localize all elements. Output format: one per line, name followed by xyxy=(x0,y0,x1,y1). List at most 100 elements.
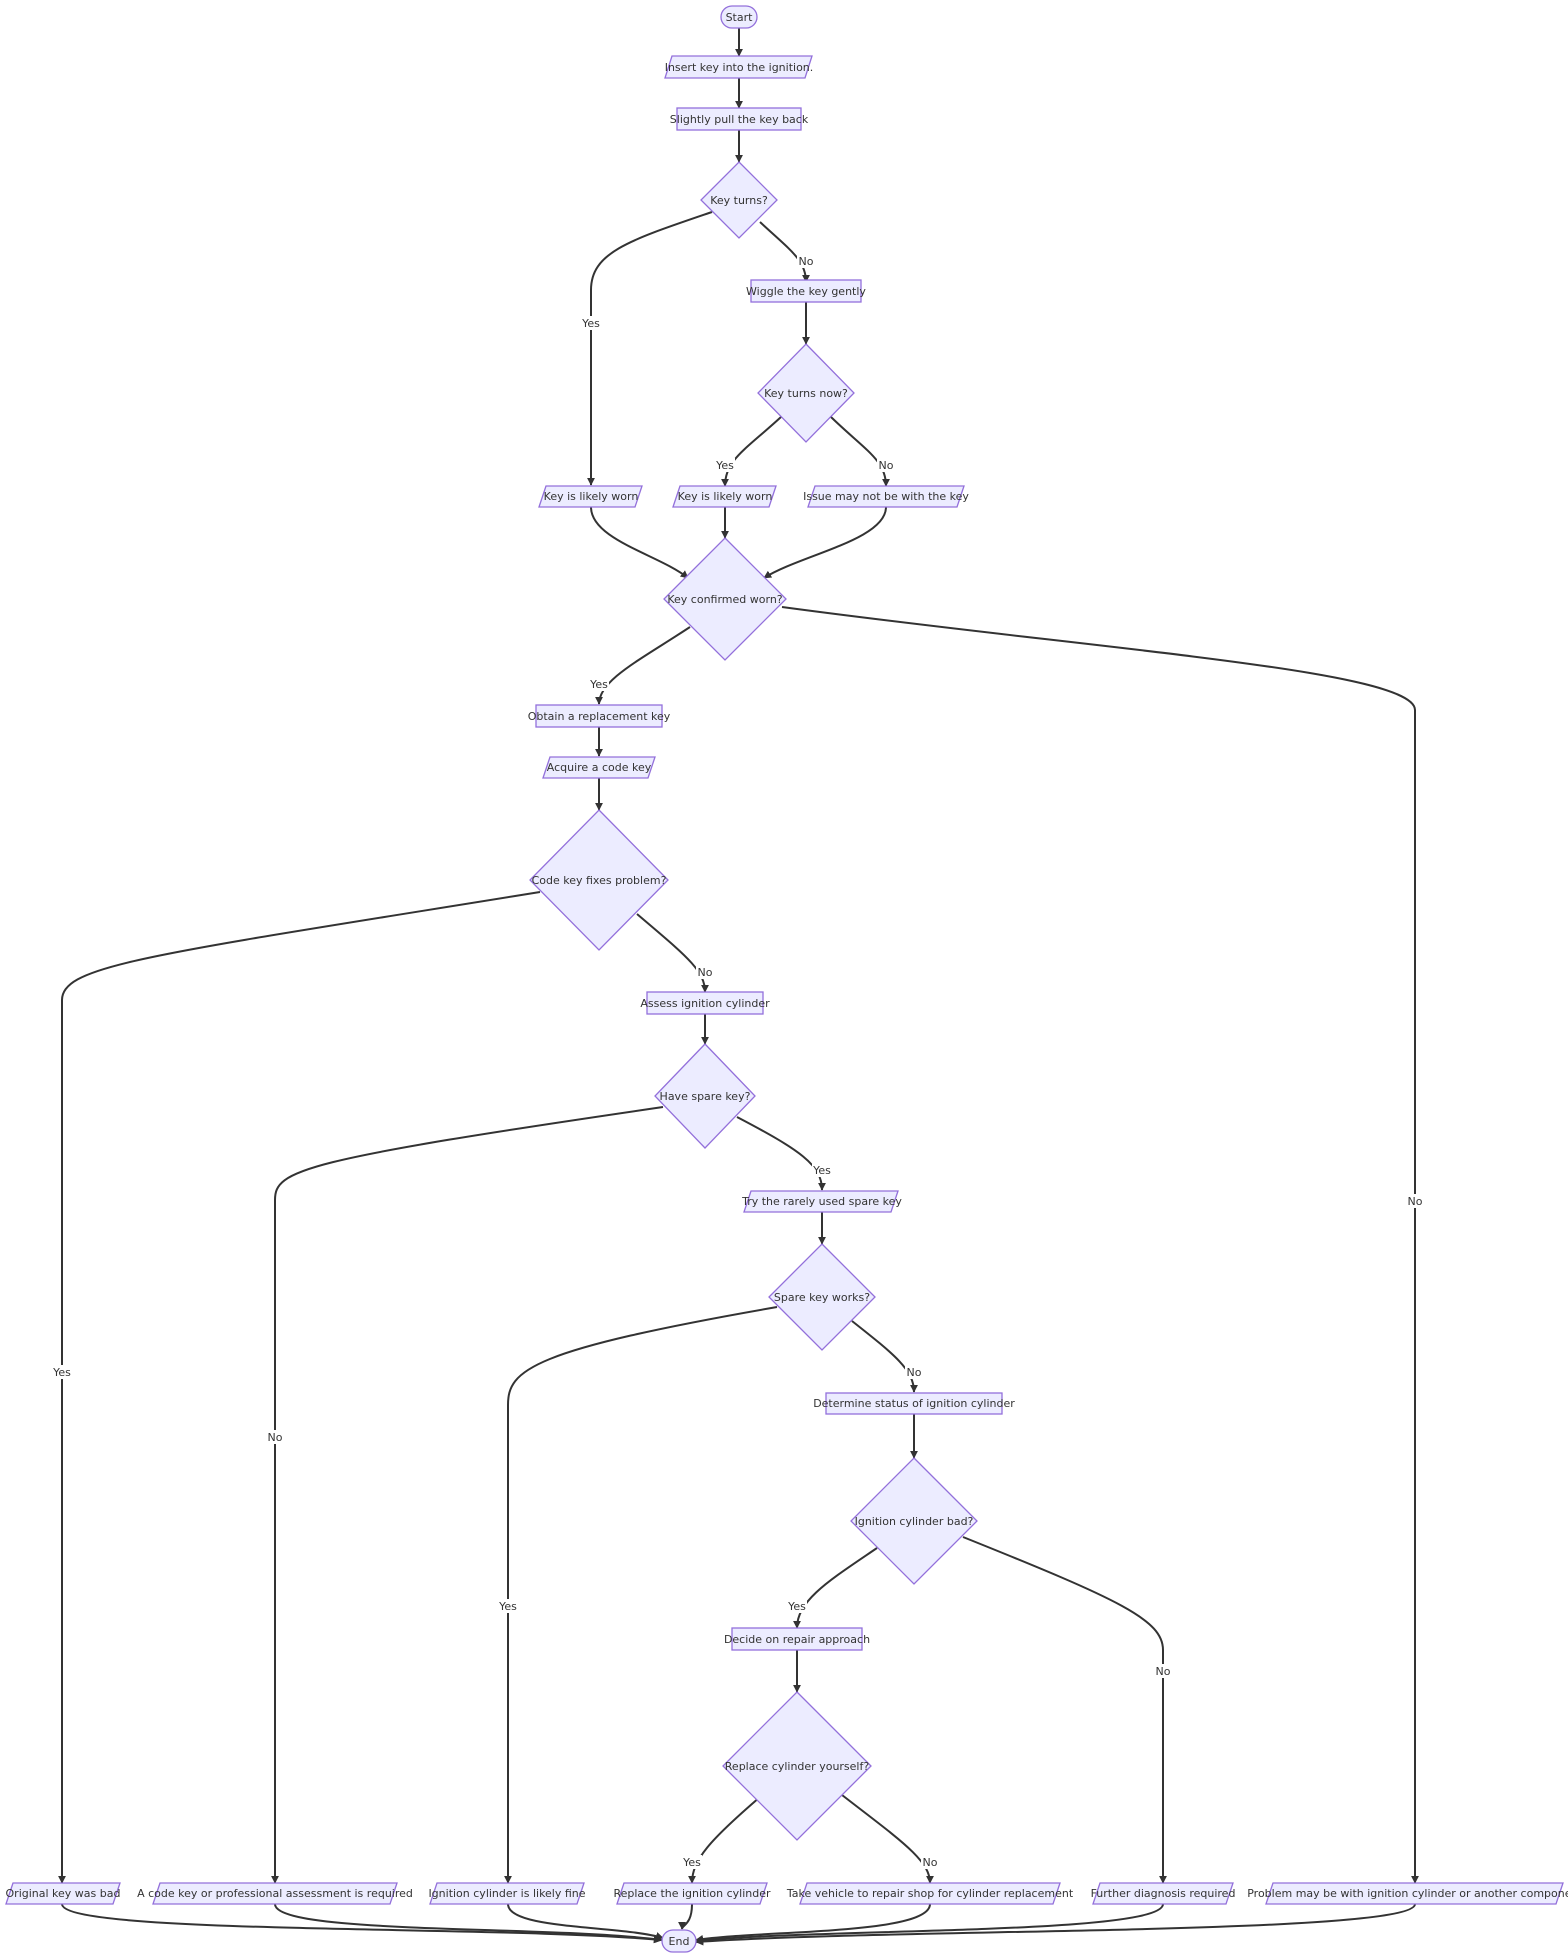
svg-text:Yes: Yes xyxy=(812,1164,831,1177)
key-turns-decision: Key turns? xyxy=(700,161,778,239)
decide-repair-approach-node: Decide on repair approach xyxy=(724,1627,870,1651)
svg-text:Ignition cylinder is likely fi: Ignition cylinder is likely fine xyxy=(428,1887,585,1900)
svg-text:Yes: Yes xyxy=(787,1600,806,1613)
edge-cylbad-further xyxy=(962,1536,1167,1884)
take-vehicle-repair-shop-node: Take vehicle to repair shop for cylinder… xyxy=(786,1882,1074,1905)
code-key-or-professional-node: A code key or professional assessment is… xyxy=(137,1882,413,1905)
pull-key-back-node: Slightly pull the key back xyxy=(670,107,809,131)
svg-text:Key confirmed worn?: Key confirmed worn? xyxy=(667,593,782,606)
svg-text:A code key or professional ass: A code key or professional assessment is… xyxy=(137,1887,413,1900)
svg-text:Yes: Yes xyxy=(52,1366,71,1379)
edge-notkey-confirmed xyxy=(763,506,887,579)
edge-codeorpro-end xyxy=(274,1903,663,1944)
wiggle-key-node: Wiggle the key gently xyxy=(746,279,866,303)
svg-text:Start: Start xyxy=(726,11,754,24)
try-spare-key-node: Try the rarely used spare key xyxy=(741,1190,902,1213)
edge-spare-tryspare xyxy=(736,1116,826,1191)
edge-replaceself-replacecyl xyxy=(688,1796,761,1884)
svg-text:Have spare key?: Have spare key? xyxy=(660,1090,751,1103)
edges xyxy=(58,28,1419,1946)
svg-text:Replace cylinder yourself?: Replace cylinder yourself? xyxy=(725,1760,870,1773)
edge-origbad-end xyxy=(61,1903,662,1944)
edge-cylfine-end xyxy=(507,1903,664,1940)
svg-text:Problem may be with ignition c: Problem may be with ignition cylinder or… xyxy=(1247,1887,1568,1900)
nodes: Start Insert key into the ignition. Slig… xyxy=(5,5,1568,1953)
svg-text:Ignition cylinder bad?: Ignition cylinder bad? xyxy=(855,1515,974,1528)
edge-label-cylbad-no: No xyxy=(1154,1664,1172,1678)
key-likely-worn-node-2: Key is likely worn xyxy=(672,485,777,508)
edge-label-replaceself-no: No xyxy=(921,1855,939,1869)
svg-text:Yes: Yes xyxy=(498,1600,517,1613)
problem-may-be-cylinder-node: Problem may be with ignition cylinder or… xyxy=(1247,1882,1568,1905)
obtain-replacement-key-node: Obtain a replacement key xyxy=(528,704,671,728)
insert-key-node: Insert key into the ignition. xyxy=(664,55,813,79)
edge-label-cylbad-yes: Yes xyxy=(787,1599,807,1613)
edge-turns-wiggle xyxy=(759,221,810,283)
issue-not-key-node: Issue may not be with the key xyxy=(803,485,969,508)
svg-text:End: End xyxy=(669,1935,690,1948)
original-key-bad-node: Original key was bad xyxy=(5,1882,121,1905)
assess-ignition-cylinder-node: Assess ignition cylinder xyxy=(640,991,770,1015)
svg-text:Obtain a replacement key: Obtain a replacement key xyxy=(528,710,671,723)
edge-label-replaceself-yes: Yes xyxy=(682,1855,702,1869)
edge-replacecyl-end xyxy=(678,1903,693,1930)
svg-text:Yes: Yes xyxy=(682,1856,701,1869)
edge-replaceself-takevehicle xyxy=(841,1794,934,1884)
edge-turnsnow-notkey xyxy=(830,416,890,487)
svg-text:Take vehicle to repair shop fo: Take vehicle to repair shop for cylinder… xyxy=(786,1887,1074,1900)
ignition-cylinder-fine-node: Ignition cylinder is likely fine xyxy=(428,1882,586,1905)
edge-label-codefixes-yes: Yes xyxy=(52,1365,72,1379)
svg-text:No: No xyxy=(1408,1195,1423,1208)
svg-text:Acquire a code key: Acquire a code key xyxy=(547,761,652,774)
svg-text:Replace the ignition cylinder: Replace the ignition cylinder xyxy=(613,1887,771,1900)
edge-spareworks-status xyxy=(851,1320,918,1393)
svg-text:No: No xyxy=(698,966,713,979)
end-node: End xyxy=(661,1929,697,1953)
svg-text:No: No xyxy=(879,459,894,472)
edge-spareworks-cylfine xyxy=(504,1306,778,1884)
replace-cylinder-yourself-decision: Replace cylinder yourself? xyxy=(722,1691,872,1841)
svg-text:Key turns now?: Key turns now? xyxy=(764,387,848,400)
edge-takevehicle-end xyxy=(695,1903,931,1943)
further-diagnosis-node: Further diagnosis required xyxy=(1091,1882,1236,1905)
edge-label-spare-no: No xyxy=(266,1430,284,1444)
svg-text:No: No xyxy=(907,1366,922,1379)
edge-problemmay-end xyxy=(695,1903,1416,1946)
svg-text:Assess ignition cylinder: Assess ignition cylinder xyxy=(640,997,770,1010)
determine-status-node: Determine status of ignition cylinder xyxy=(813,1392,1015,1415)
svg-text:No: No xyxy=(923,1856,938,1869)
edge-worn1-confirmed xyxy=(590,506,689,579)
edge-turnsnow-worn2 xyxy=(721,416,782,487)
svg-text:Key is likely worn: Key is likely worn xyxy=(544,490,639,503)
edge-codefixes-origbad xyxy=(58,891,541,1884)
edge-label-turnsnow-no: No xyxy=(877,458,895,472)
edge-spare-codeorpro xyxy=(271,1106,664,1884)
svg-text:Yes: Yes xyxy=(589,678,608,691)
edge-label-turnsnow-yes: Yes xyxy=(715,458,735,472)
edge-label-confirmed-yes: Yes xyxy=(589,677,609,691)
svg-text:Issue may not be with the key: Issue may not be with the key xyxy=(803,490,969,503)
edge-label-spare-yes: Yes xyxy=(812,1163,832,1177)
svg-text:Yes: Yes xyxy=(715,459,734,472)
code-key-fixes-decision: Code key fixes problem? xyxy=(529,809,669,951)
edge-label-codefixes-no: No xyxy=(696,965,714,979)
svg-text:Slightly pull the key back: Slightly pull the key back xyxy=(670,113,809,126)
svg-text:Wiggle the key gently: Wiggle the key gently xyxy=(746,285,866,298)
edge-cylbad-decide xyxy=(793,1547,878,1629)
edge-further-end xyxy=(695,1903,1164,1945)
edge-codefixes-assess xyxy=(636,913,709,993)
key-turns-now-decision: Key turns now? xyxy=(757,343,855,443)
key-likely-worn-node-1: Key is likely worn xyxy=(538,485,643,508)
edge-label-turns-no: No xyxy=(797,254,815,268)
svg-text:Decide on repair approach: Decide on repair approach xyxy=(724,1633,870,1646)
svg-text:Original key was bad: Original key was bad xyxy=(6,1887,121,1900)
svg-text:Spare key works?: Spare key works? xyxy=(774,1291,870,1304)
svg-text:No: No xyxy=(1156,1665,1171,1678)
ignition-cylinder-bad-decision: Ignition cylinder bad? xyxy=(850,1457,978,1585)
svg-text:Key is likely worn: Key is likely worn xyxy=(678,490,773,503)
svg-text:No: No xyxy=(268,1431,283,1444)
svg-text:Try the rarely used spare key: Try the rarely used spare key xyxy=(741,1195,902,1208)
svg-text:Key turns?: Key turns? xyxy=(710,194,768,207)
svg-text:Further diagnosis required: Further diagnosis required xyxy=(1091,1887,1236,1900)
